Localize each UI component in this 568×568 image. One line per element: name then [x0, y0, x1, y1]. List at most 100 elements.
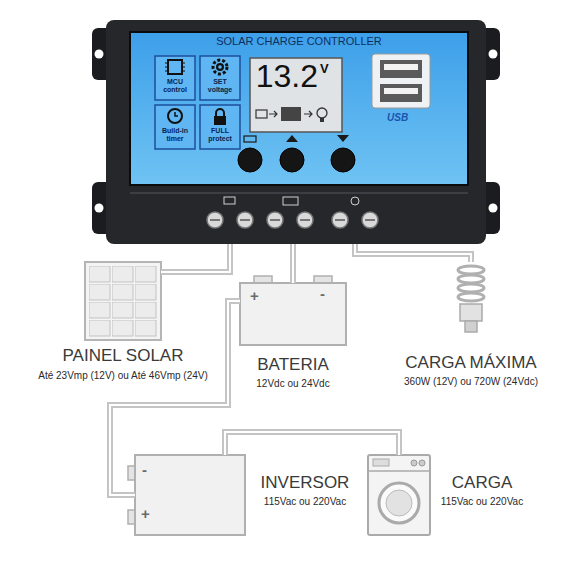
washer-door — [379, 483, 419, 523]
polarity-sign: - — [142, 462, 147, 479]
wire — [225, 432, 399, 455]
node-detail: 360W (12V) ou 720W (24Vdc) — [381, 376, 561, 388]
node-title: Build-in timer — [156, 127, 194, 143]
wire — [293, 244, 294, 283]
washer-glass — [386, 490, 412, 516]
lcd-screen — [250, 58, 342, 132]
lock-icon — [214, 109, 226, 125]
solar-panel-drawing — [85, 262, 161, 340]
battery-body — [240, 283, 346, 345]
feature-tile: FULL protect — [200, 105, 240, 149]
charge-controller: SOLAR CHARGE CONTROLLER 13.2V MCU control S… — [92, 20, 502, 244]
terminal-screw — [207, 212, 378, 228]
load-lamp: CARGA MÁXIMA360W (12V) ou 720W (24Vdc) — [452, 262, 490, 334]
usb-port — [380, 60, 422, 78]
gear-icon — [213, 60, 227, 74]
usb-port — [380, 84, 422, 102]
node-title: SOLAR CHARGE CONTROLLER — [130, 35, 468, 48]
terminal-glyph — [283, 197, 298, 205]
tile-frame — [155, 105, 195, 149]
solar-panel: PAINEL SOLARAté 23Vmp (12V) ou Até 46Vmp… — [85, 262, 161, 340]
node-title: CARGA — [432, 473, 532, 493]
washer-panel — [368, 470, 430, 472]
front-panel — [130, 32, 468, 185]
node-title: MCU control — [156, 78, 194, 94]
wire — [355, 244, 471, 262]
wire-inner — [225, 432, 399, 455]
push-button — [280, 148, 304, 172]
node-detail: 115Vac ou 220Vac — [432, 496, 532, 508]
mounting-hole — [489, 50, 498, 59]
lamp-screw — [465, 321, 477, 332]
node-title: BATERIA — [193, 355, 393, 375]
controller-body — [106, 20, 486, 244]
node-title: CARGA MÁXIMA — [381, 353, 561, 373]
tile-frame — [200, 56, 240, 100]
washer-drawer — [373, 459, 389, 466]
button-glyph — [286, 135, 298, 142]
push-button — [331, 148, 355, 172]
battery-glyph — [281, 107, 301, 121]
feature-tiles — [155, 56, 240, 149]
mounting-hole — [95, 50, 104, 59]
flow-glyph — [304, 111, 312, 117]
washer-knob — [419, 460, 425, 466]
tile-frame — [200, 105, 240, 149]
inverter-body — [135, 455, 245, 535]
battery-drawing — [240, 276, 346, 345]
terminal-glyph — [351, 197, 359, 205]
lamp-drawing — [458, 266, 484, 332]
node-title: FULL protect — [201, 127, 239, 143]
wire-inner — [292, 244, 294, 283]
button-glyph — [337, 135, 349, 142]
lamp-base — [460, 304, 482, 321]
panel-glyph — [256, 110, 267, 118]
lcd-display: 13.2V — [250, 58, 342, 132]
usb-label: USB — [387, 112, 408, 123]
wire — [161, 244, 230, 272]
clock-icon — [168, 109, 182, 123]
bulb-glyph — [317, 108, 327, 118]
wire-inner — [161, 244, 230, 272]
inverter-drawing — [128, 455, 245, 535]
node-title: PAINEL SOLAR — [23, 346, 223, 366]
chip-icon — [165, 60, 185, 74]
tile-frame — [155, 56, 195, 100]
washing-machine: CARGA115Vac ou 220Vac — [368, 455, 430, 535]
lcd-frame — [250, 58, 342, 132]
mounting-hole — [95, 204, 104, 213]
node-title: 13.2 — [250, 58, 318, 95]
feature-tile: MCU control — [155, 56, 195, 100]
node-title: INVERSOR — [250, 473, 360, 493]
washer-knob — [411, 460, 417, 466]
wire — [110, 301, 240, 495]
mounting-hole — [489, 204, 498, 213]
usb-port — [384, 64, 418, 70]
wire-outer — [161, 244, 230, 272]
node-title: SET voltage — [201, 78, 239, 94]
panel-frame — [85, 262, 161, 340]
panel-cells — [89, 266, 158, 338]
buttons — [238, 135, 355, 172]
node-detail: V — [320, 62, 338, 77]
usb-ports — [372, 54, 430, 108]
polarity-sign: + — [250, 288, 259, 305]
polarity-sign: + — [141, 506, 150, 523]
wire-outer — [110, 301, 240, 495]
bulb-glyph — [320, 118, 324, 122]
wire-outer — [355, 244, 471, 262]
wire-inner — [110, 301, 240, 495]
flow-glyph — [269, 111, 277, 117]
wire-outer — [225, 432, 399, 455]
wire-outer — [290, 244, 296, 283]
lamp-spiral — [458, 266, 484, 301]
feature-tile: SET voltage — [200, 56, 240, 100]
wire-inner — [355, 244, 471, 262]
groove — [130, 192, 468, 194]
usb-port — [384, 88, 418, 94]
polarity-sign: - — [320, 286, 325, 303]
usb-housing — [372, 54, 430, 108]
button-glyph — [244, 136, 256, 142]
feature-tile: Build-in timer — [155, 105, 195, 149]
